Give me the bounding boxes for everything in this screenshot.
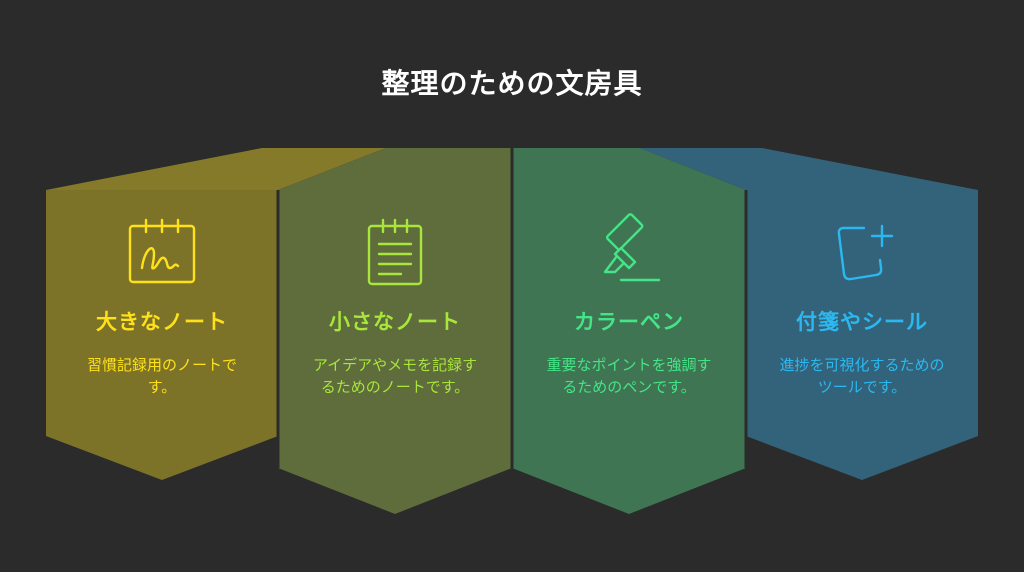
card-1-body bbox=[46, 190, 278, 480]
card-description: 習慣記録用のノートです。 bbox=[86, 356, 237, 396]
card-description: アイデアやメモを記録するためのノートです。 bbox=[312, 356, 478, 396]
card-title: 小さなノート bbox=[329, 310, 461, 334]
page-title: 整理のための文房具 bbox=[381, 67, 643, 100]
card-title: 大きなノート bbox=[96, 310, 228, 334]
card-large-notebook: 大きなノート 習慣記録用のノートです。 bbox=[46, 212, 278, 398]
notepad-icon bbox=[367, 218, 423, 286]
card-color-pen: カラーペン 重要なポイントを強調するためのペンです。 bbox=[513, 212, 745, 398]
card-1-top-face bbox=[46, 148, 386, 190]
card-description: 重要なポイントを強調するためのペンです。 bbox=[546, 356, 712, 396]
card-small-notebook: 小さなノート アイデアやメモを記録するためのノートです。 bbox=[279, 212, 511, 398]
card-2-body bbox=[278, 190, 512, 514]
card-4-body bbox=[746, 190, 978, 480]
card-4-top-face bbox=[640, 148, 978, 190]
card-title: 付箋やシール bbox=[796, 310, 928, 334]
card-description: 進捗を可視化するためのツールです。 bbox=[779, 356, 945, 396]
card-3-top-face bbox=[512, 148, 746, 190]
card-3-body bbox=[512, 190, 746, 514]
card-sticky-notes: 付箋やシール 進捗を可視化するためのツールです。 bbox=[746, 212, 978, 398]
highlighter-icon bbox=[603, 213, 661, 282]
card-2-top-face bbox=[278, 148, 512, 190]
sticky-note-add-icon bbox=[837, 224, 894, 281]
card-title: カラーペン bbox=[574, 310, 684, 334]
calendar-signature-icon bbox=[128, 218, 196, 284]
